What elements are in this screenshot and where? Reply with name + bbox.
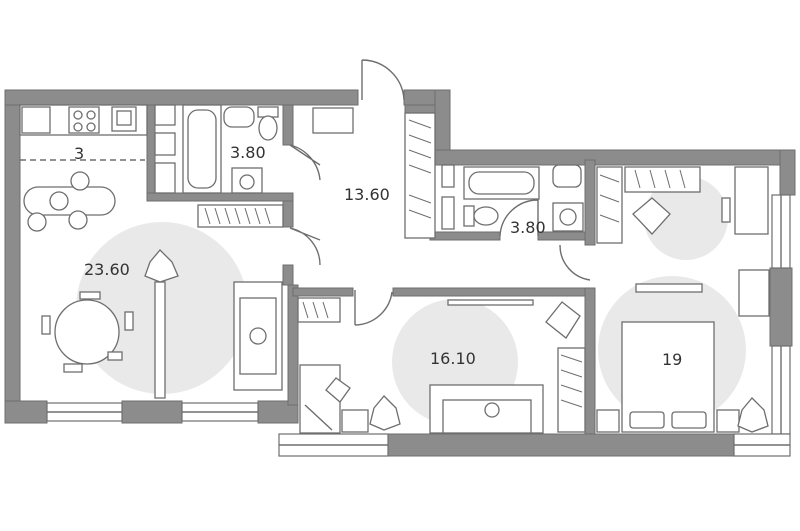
bedroom-1-door: [354, 290, 393, 326]
tv-stand: [154, 281, 166, 399]
stool-icon: [70, 171, 90, 191]
windows: [46, 194, 791, 457]
bedroom-2: [596, 166, 770, 433]
wardrobe-bedroom-2b: [624, 166, 701, 193]
wardrobe-bedroom-1b: [557, 347, 586, 433]
area-label-bathroom-2: 3.80: [510, 218, 546, 237]
bedroom-2-door: [559, 244, 591, 281]
area-label-kitchen-zone: 3: [74, 144, 84, 163]
zone-bedroom-2-desk: [644, 176, 728, 260]
bedroom-1: [299, 299, 581, 434]
area-label-bedroom-2: 19: [662, 350, 682, 369]
wardrobes: [197, 112, 701, 433]
area-label-bathroom-1: 3.80: [230, 143, 266, 162]
washbasin-icon: [223, 106, 255, 128]
living-room: [41, 249, 283, 399]
bathroom-1: [182, 104, 354, 194]
shelf-2-icon: [635, 283, 703, 293]
doors: [289, 59, 591, 326]
plant-3-icon: [737, 397, 769, 433]
dining-table-icon: [54, 299, 120, 365]
area-label-bedroom-1: 16.10: [430, 349, 476, 368]
area-label-living-room: 23.60: [84, 260, 130, 279]
washbasin-2-icon: [552, 164, 582, 188]
bathroom-2-door: [499, 199, 539, 237]
desk-icon: [299, 364, 341, 434]
desk-2-icon: [734, 166, 769, 235]
wardrobe-hall-2: [404, 112, 436, 239]
room-labels: 3 3.80 13.60 3.80 23.60 16.10 19: [74, 143, 682, 369]
area-label-hallway: 13.60: [344, 185, 390, 204]
wardrobe-bedroom-2a: [596, 166, 623, 244]
living-door: [289, 227, 321, 266]
shelf-icon: [447, 299, 534, 306]
chair-icon: [325, 377, 351, 403]
wardrobe-bedroom-1a: [297, 297, 341, 323]
nightstand-icon: [738, 269, 770, 317]
entry-door: [361, 59, 405, 101]
armchair-icon: [545, 301, 581, 339]
toilet-2-icon: [463, 205, 475, 227]
kitchen-island: [23, 186, 116, 216]
plant-2-icon: [369, 395, 401, 431]
plant-icon: [144, 249, 179, 283]
bathroom-1-door: [289, 144, 321, 181]
bathroom-2: [441, 164, 584, 232]
kitchen: [19, 104, 176, 232]
armchair-2-icon: [632, 197, 671, 235]
